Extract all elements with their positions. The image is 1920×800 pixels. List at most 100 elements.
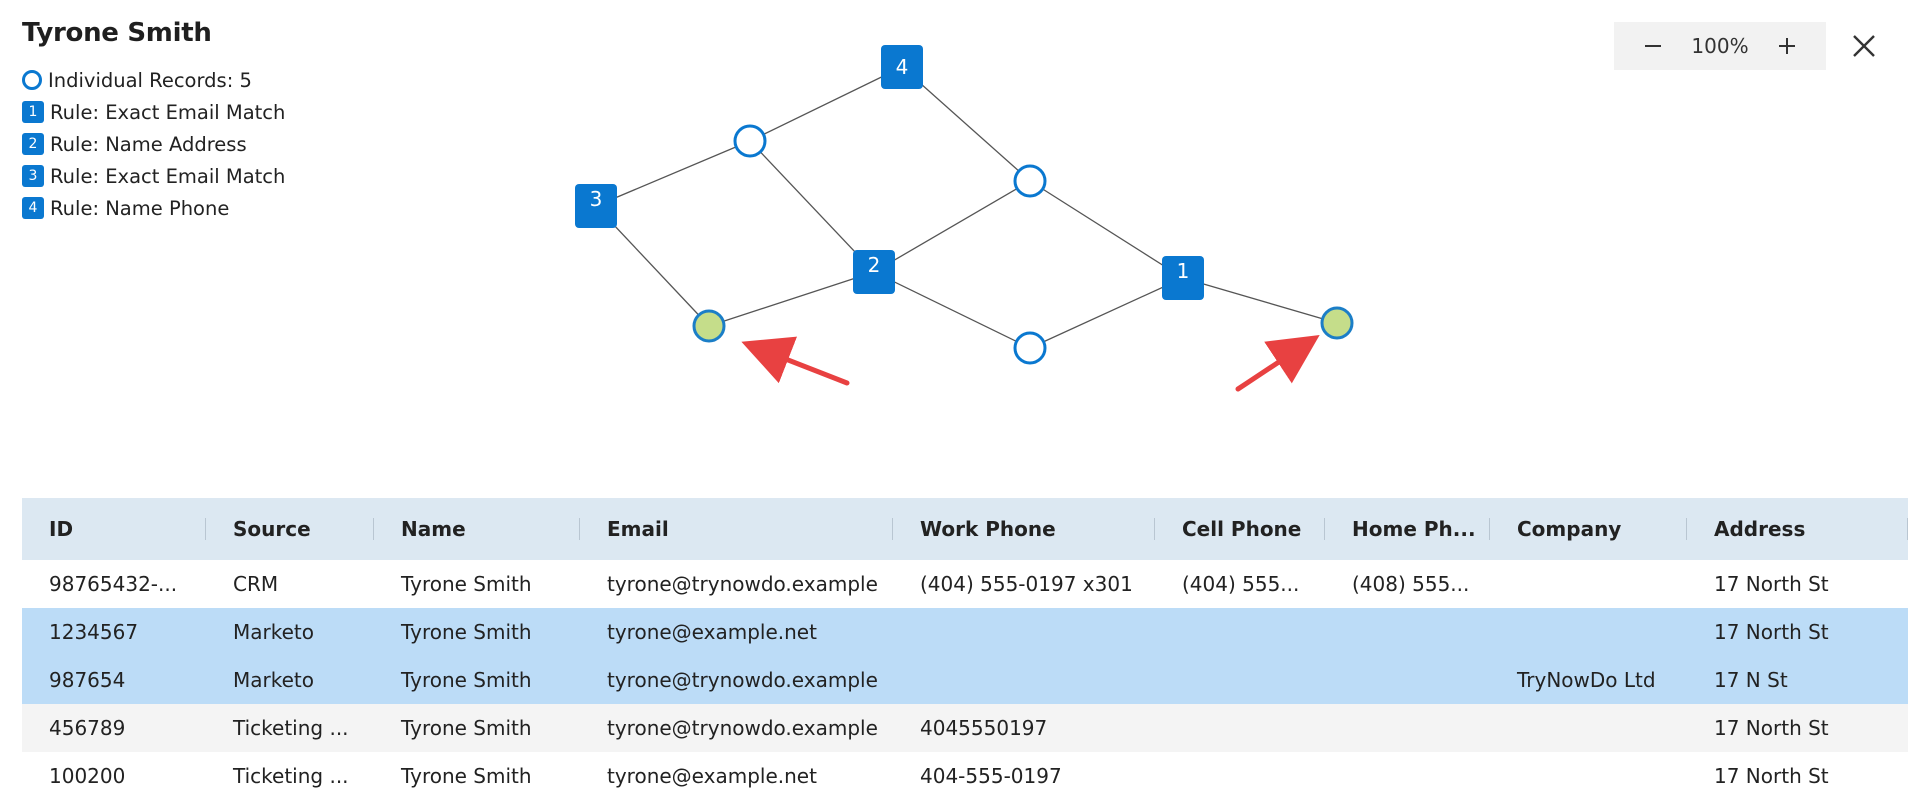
table-header-row: ID Source Name Email Work Phone Cell Pho…: [22, 498, 1908, 560]
table-cell: CRM: [206, 560, 374, 608]
table-cell: tyrone@example.net: [580, 752, 893, 800]
legend-rule-label: Rule: Exact Email Match: [50, 164, 286, 188]
rule-2-icon: 2: [22, 133, 44, 155]
graph-edge: [708, 271, 875, 327]
table-cell: [1490, 608, 1687, 656]
graph-edge: [901, 66, 1031, 182]
graph-edge: [749, 140, 875, 273]
rule-1-icon: 1: [22, 101, 44, 123]
table-cell: [1490, 704, 1687, 752]
column-header-address[interactable]: Address: [1687, 498, 1908, 560]
table-cell: 100200: [22, 752, 206, 800]
table-cell: [893, 656, 1155, 704]
table-cell: 4045550197: [893, 704, 1155, 752]
zoom-in-button[interactable]: [1772, 31, 1802, 61]
records-table: ID Source Name Email Work Phone Cell Pho…: [22, 498, 1908, 800]
table-cell: 17 North St: [1687, 752, 1908, 800]
table-row[interactable]: 456789 Ticketing ... Tyrone Smith tyrone…: [22, 704, 1908, 752]
table-cell: 456789: [22, 704, 206, 752]
table-cell: [893, 608, 1155, 656]
graph-edge: [1029, 180, 1184, 279]
rule-node-1[interactable]: 1: [1162, 256, 1204, 300]
rule-4-icon: 4: [22, 197, 44, 219]
table-cell: [1155, 656, 1325, 704]
column-header-id[interactable]: ID: [22, 498, 206, 560]
rule-node-label: 2: [868, 253, 881, 277]
column-header-cell-phone[interactable]: Cell Phone: [1155, 498, 1325, 560]
legend-records-label: Individual Records: 5: [48, 68, 252, 92]
highlighted-record-node[interactable]: [692, 309, 726, 343]
table-cell: Ticketing ...: [206, 704, 374, 752]
column-header-work-phone[interactable]: Work Phone: [893, 498, 1155, 560]
column-header-email[interactable]: Email: [580, 498, 893, 560]
table-cell: Tyrone Smith: [374, 560, 580, 608]
table-row[interactable]: 100200 Ticketing ... Tyrone Smith tyrone…: [22, 752, 1908, 800]
table-cell: [1325, 752, 1490, 800]
graph-edge: [873, 271, 1031, 349]
column-header-name[interactable]: Name: [374, 498, 580, 560]
legend-item-rule-1: 1 Rule: Exact Email Match: [22, 96, 285, 128]
highlighted-record-node[interactable]: [1320, 306, 1354, 340]
table-cell: tyrone@trynowdo.example: [580, 704, 893, 752]
legend-item-rule-2: 2 Rule: Name Address: [22, 128, 285, 160]
table-cell: (408) 555...: [1325, 560, 1490, 608]
rule-node-3[interactable]: 3: [575, 184, 617, 228]
table-cell: Tyrone Smith: [374, 608, 580, 656]
table-row[interactable]: 987654 Marketo Tyrone Smith tyrone@tryno…: [22, 656, 1908, 704]
column-header-company[interactable]: Company: [1490, 498, 1687, 560]
legend-item-records: Individual Records: 5: [22, 64, 285, 96]
table-cell: [1155, 608, 1325, 656]
table-row[interactable]: 1234567 Marketo Tyrone Smith tyrone@exam…: [22, 608, 1908, 656]
table-cell: [1490, 560, 1687, 608]
table-cell: Ticketing ...: [206, 752, 374, 800]
table-cell: 17 N St: [1687, 656, 1908, 704]
table-cell: [1155, 752, 1325, 800]
legend-item-rule-3: 3 Rule: Exact Email Match: [22, 160, 285, 192]
page-title: Tyrone Smith: [22, 18, 212, 48]
rule-node-label: 4: [896, 55, 909, 79]
column-header-home-phone[interactable]: Home Ph...: [1325, 498, 1490, 560]
legend: Individual Records: 5 1 Rule: Exact Emai…: [22, 64, 285, 224]
table-cell: Marketo: [206, 608, 374, 656]
minus-icon: [1645, 45, 1661, 47]
table-cell: Marketo: [206, 656, 374, 704]
graph-edge: [1029, 277, 1184, 349]
record-node[interactable]: [1013, 331, 1047, 365]
record-node[interactable]: [733, 124, 767, 158]
graph-edge: [749, 66, 903, 142]
table-cell: [1490, 752, 1687, 800]
close-button[interactable]: [1846, 28, 1882, 64]
arrow-annotation-left: [741, 336, 850, 386]
table-cell: tyrone@example.net: [580, 608, 893, 656]
table-cell: (404) 555...: [1155, 560, 1325, 608]
table-cell: 404-555-0197: [893, 752, 1155, 800]
zoom-control: 100%: [1614, 22, 1826, 70]
graph-edge: [873, 180, 1031, 273]
table-cell: [1325, 704, 1490, 752]
close-icon: [1853, 35, 1875, 57]
rule-node-2[interactable]: 2: [853, 250, 895, 294]
record-node[interactable]: [1013, 164, 1047, 198]
table-cell: Tyrone Smith: [374, 752, 580, 800]
record-circle-icon: [22, 70, 42, 90]
graph-edge: [595, 140, 751, 207]
table-cell: TryNowDo Ltd: [1490, 656, 1687, 704]
relationship-graph: 4 3 2 1: [575, 45, 1354, 392]
column-header-source[interactable]: Source: [206, 498, 374, 560]
legend-rule-label: Rule: Name Address: [50, 132, 247, 156]
table-cell: 17 North St: [1687, 704, 1908, 752]
rule-node-4[interactable]: 4: [881, 45, 923, 89]
table-row[interactable]: 98765432-... CRM Tyrone Smith tyrone@try…: [22, 560, 1908, 608]
rule-node-label: 1: [1177, 259, 1190, 283]
table-cell: [1325, 656, 1490, 704]
legend-rule-label: Rule: Name Phone: [50, 196, 230, 220]
table-cell: (404) 555-0197 x301: [893, 560, 1155, 608]
graph-edge: [1182, 277, 1338, 324]
table-cell: tyrone@trynowdo.example: [580, 656, 893, 704]
table-cell: tyrone@trynowdo.example: [580, 560, 893, 608]
table-cell: [1325, 608, 1490, 656]
table-cell: 1234567: [22, 608, 206, 656]
zoom-out-button[interactable]: [1638, 31, 1668, 61]
table-cell: Tyrone Smith: [374, 704, 580, 752]
table-cell: 17 North St: [1687, 608, 1908, 656]
